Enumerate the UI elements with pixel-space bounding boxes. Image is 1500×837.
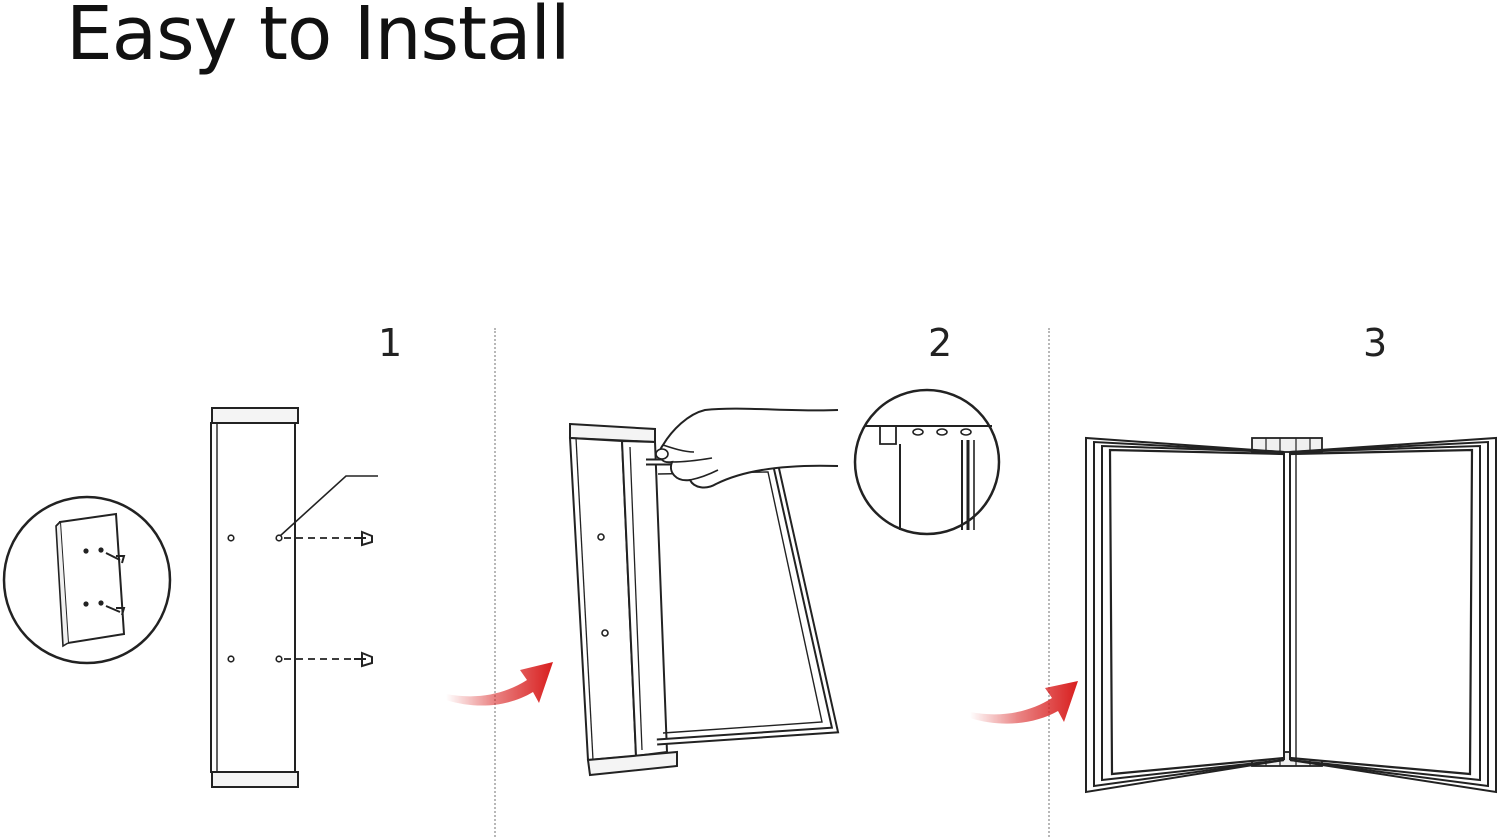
page-title: Easy to Install bbox=[66, 0, 571, 77]
detail-magnifier-2 bbox=[853, 388, 1001, 536]
step-number-1: 1 bbox=[378, 321, 403, 365]
step-number-2: 2 bbox=[928, 321, 953, 365]
step-divider-1 bbox=[494, 328, 496, 837]
step-number-3: 3 bbox=[1363, 321, 1388, 365]
arrow-right-icon-2 bbox=[970, 681, 1078, 724]
step-divider-2 bbox=[1048, 328, 1050, 837]
base-with-panel bbox=[568, 422, 840, 777]
detail-magnifier-1 bbox=[2, 495, 172, 665]
arrow-right-icon bbox=[446, 662, 553, 706]
screw-icon bbox=[284, 530, 373, 668]
callout-leader bbox=[279, 475, 378, 537]
display-panel-frame bbox=[1085, 436, 1497, 794]
wall-mount-base-icon bbox=[210, 407, 299, 788]
hand-icon bbox=[655, 407, 839, 489]
